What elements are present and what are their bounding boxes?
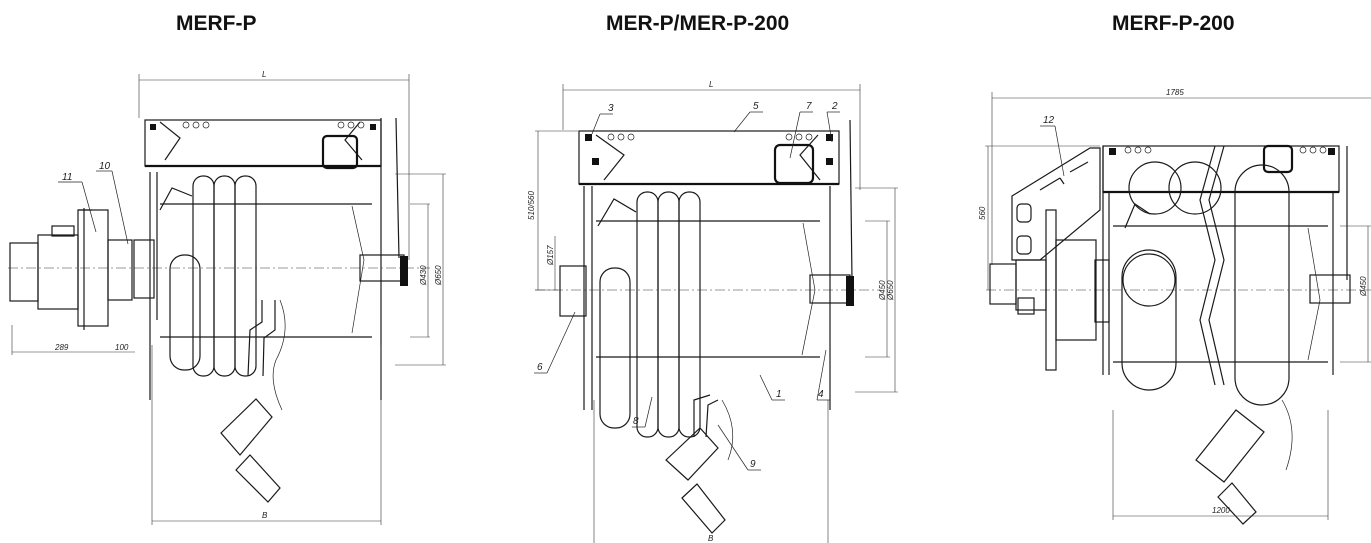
dim-height-label-r: 560 [978,206,987,220]
callout-6: 6 [537,362,543,373]
dim-length-label-c: L [709,80,713,89]
callout-9: 9 [750,459,756,470]
dim-fan-label: 289 [54,343,69,352]
callout-11: 11 [62,172,72,183]
title-mer-p: MER-P/MER-P-200 [606,12,790,35]
dim-dia-650-label: Ø650 [434,265,443,286]
callout-2: 2 [831,101,838,112]
callout-3: 3 [608,103,614,114]
title-merf-p-200: MERF-P-200 [1112,12,1235,35]
callout-5: 5 [753,101,759,112]
dim-dia-450-label-r: Ø450 [1359,276,1368,297]
drawing-merf-p-200: 1785 [978,88,1371,525]
dim-length-label: L [262,70,266,79]
dim-width-label: B [262,511,268,520]
dim-dia-157-label: Ø157 [546,245,555,266]
dim-dia-650-label-c: Ø650 [886,280,895,301]
dim-height-label-c: 510/560 [527,191,536,220]
drawing-merf-p: L [8,70,446,525]
callout-10: 10 [99,161,111,172]
dim-flange-label: 100 [115,343,129,352]
dim-dia-450-label-c: Ø450 [878,280,887,301]
title-merf-p: MERF-P [176,12,257,35]
dim-dia-430-label: Ø430 [419,265,428,286]
callout-7: 7 [806,101,812,112]
dim-length-label-r: 1785 [1166,88,1184,97]
dim-width-label-r: 1200 [1212,506,1230,515]
callout-8: 8 [633,416,639,427]
callout-1: 1 [776,389,782,400]
callout-4: 4 [818,389,824,400]
drawing-mer-p: L [527,80,898,543]
dim-width-label-c: B [708,534,714,543]
callout-12: 12 [1043,115,1055,126]
